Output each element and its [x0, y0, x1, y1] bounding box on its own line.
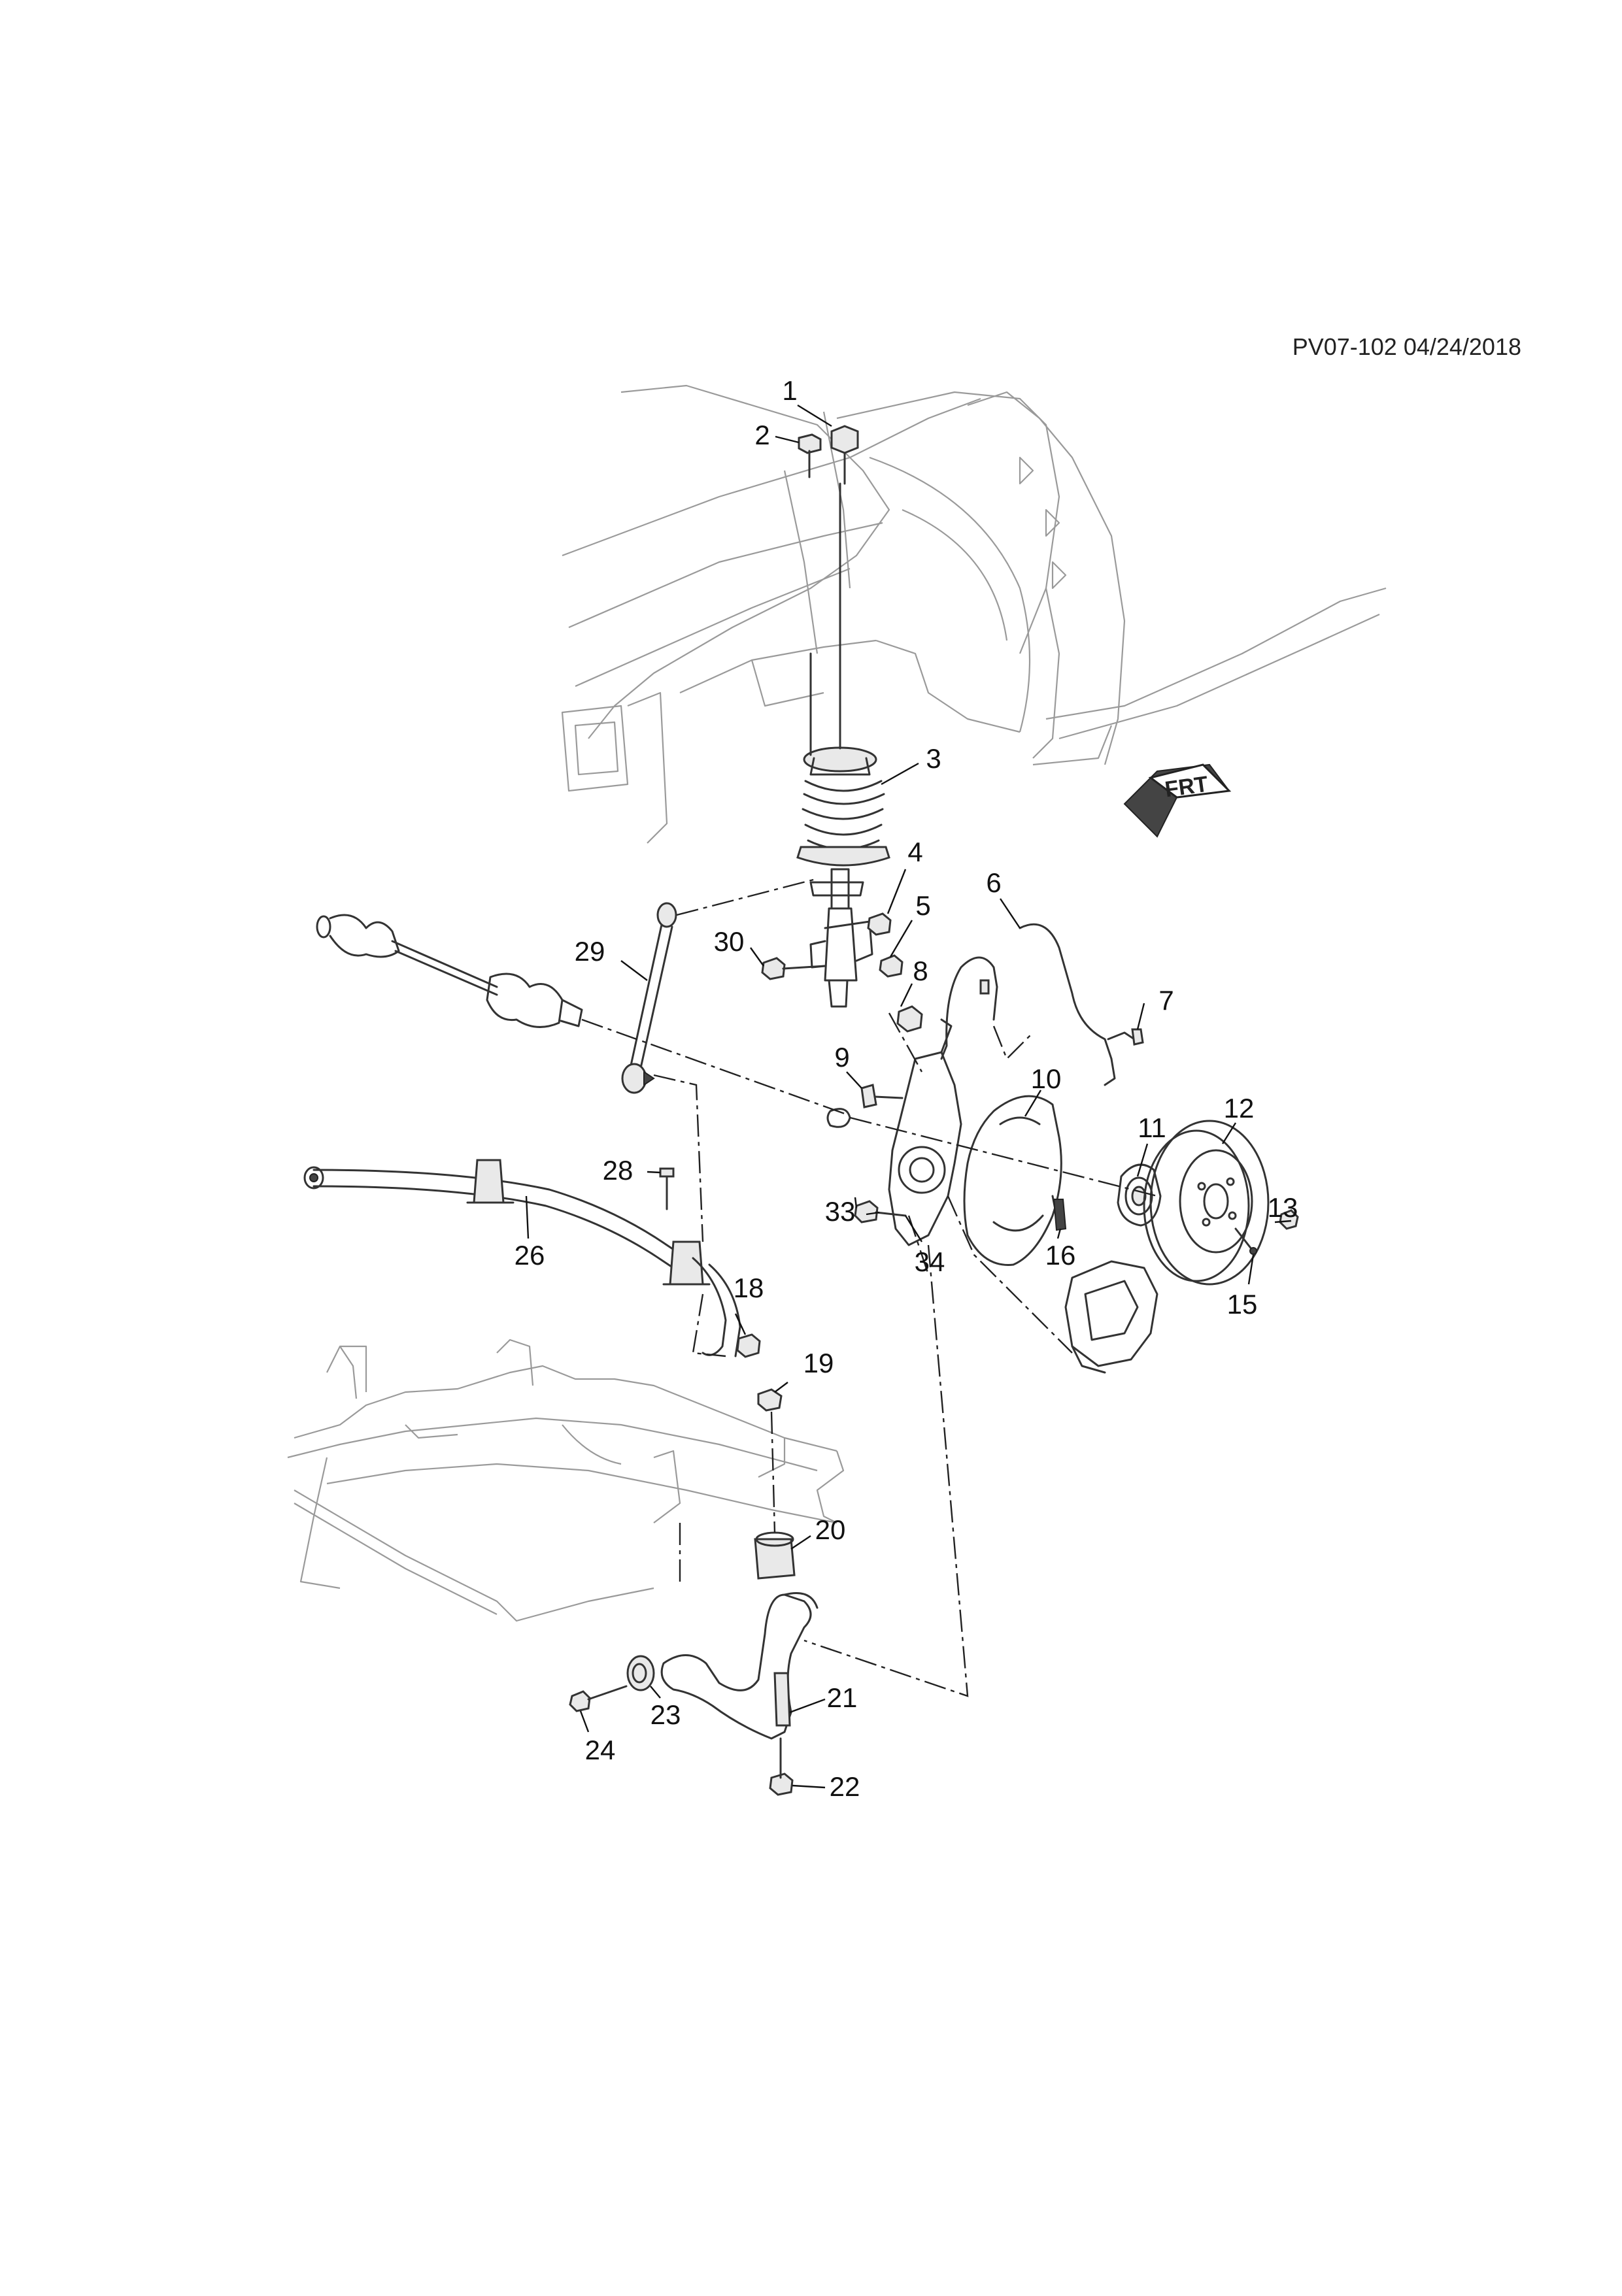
callout-12: 12	[1224, 1093, 1255, 1123]
callout-11: 11	[1138, 1112, 1166, 1143]
callout-18: 18	[734, 1273, 764, 1303]
callout-numbers: 1 2 3 4 5 6 7 8 9 10 11 12 13 15 16 18 1…	[515, 375, 1298, 1802]
callout-33: 33	[825, 1196, 856, 1227]
callout-24: 24	[585, 1735, 616, 1765]
callout-1: 1	[782, 375, 797, 406]
stabilizer-link	[621, 902, 677, 1094]
callout-15: 15	[1227, 1289, 1258, 1320]
reference-code: PV07-102 04/24/2018	[1293, 333, 1521, 360]
front-direction-label: FRT	[1163, 772, 1209, 803]
callout-21: 21	[827, 1682, 858, 1713]
callout-9: 9	[834, 1042, 849, 1073]
callout-26: 26	[515, 1240, 545, 1271]
wheel-hub-bearing	[1051, 1163, 1162, 1231]
nut-18	[736, 1333, 761, 1358]
top-fasteners	[798, 425, 859, 485]
bolt-28	[659, 1167, 675, 1210]
callout-22: 22	[830, 1771, 860, 1802]
callout-7: 7	[1158, 985, 1174, 1016]
front-subframe	[287, 1339, 845, 1622]
leader-lines	[525, 404, 1292, 1789]
strut-assembly	[796, 482, 890, 1008]
callout-30: 30	[714, 926, 745, 957]
callout-23: 23	[650, 1699, 681, 1730]
body-structure	[561, 384, 1387, 844]
callout-13: 13	[1268, 1192, 1298, 1223]
callout-6: 6	[986, 867, 1001, 898]
callout-29: 29	[575, 936, 605, 967]
drive-shaft	[316, 914, 583, 1028]
callout-3: 3	[926, 743, 941, 774]
callout-10: 10	[1031, 1063, 1062, 1094]
callout-19: 19	[803, 1348, 834, 1378]
brake-shield	[963, 1095, 1062, 1266]
callout-4: 4	[907, 837, 922, 867]
brake-caliper	[1064, 1260, 1158, 1374]
steering-knuckle	[761, 912, 962, 1246]
front-direction-arrow-icon: FRT	[1123, 763, 1232, 838]
wheel-speed-sensor	[940, 923, 1144, 1086]
callout-5: 5	[915, 890, 930, 921]
callout-16: 16	[1045, 1240, 1076, 1271]
brake-rotor	[1143, 1120, 1299, 1286]
callout-34: 34	[915, 1246, 945, 1277]
callout-2: 2	[754, 420, 769, 450]
assembly-lines	[581, 878, 1158, 1697]
callout-8: 8	[913, 956, 928, 986]
callout-28: 28	[603, 1155, 634, 1186]
callout-20: 20	[815, 1514, 846, 1545]
lower-control-arm	[569, 1388, 819, 1796]
